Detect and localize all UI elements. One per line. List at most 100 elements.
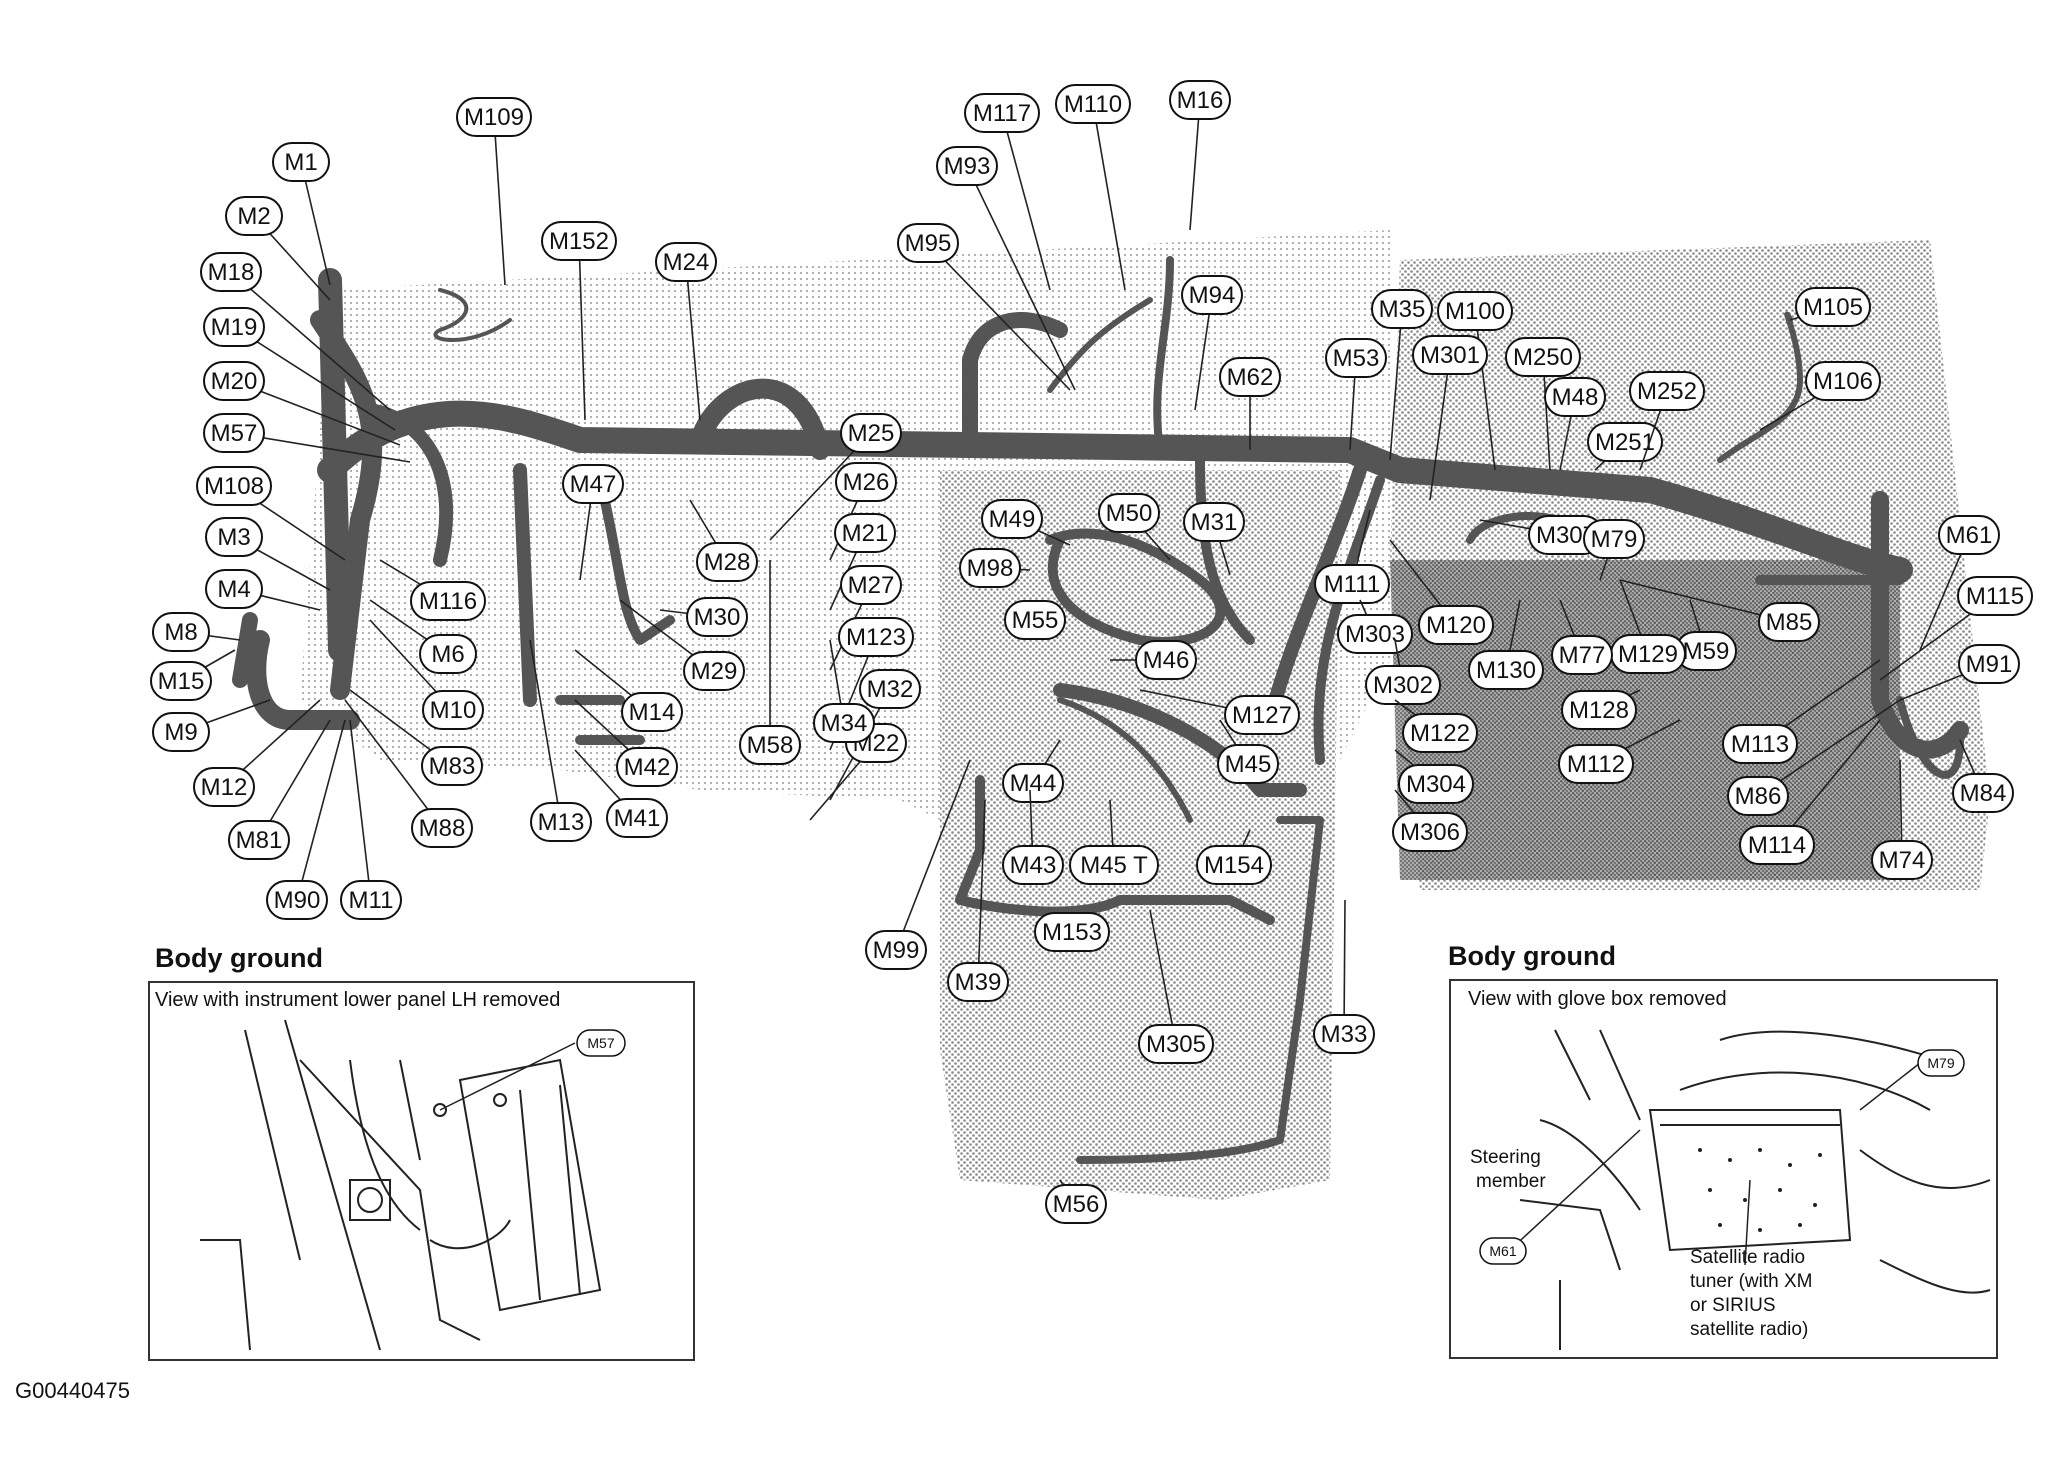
steering-note-line-2: member [1476, 1171, 1546, 1192]
tuner-note-line-4: satellite radio) [1690, 1319, 1808, 1340]
callout-bubble [266, 880, 328, 920]
callout-m18: M18 [200, 252, 391, 411]
callout-label: M44 [1010, 770, 1057, 797]
callout-label: M105 [1803, 294, 1863, 321]
callout-m43: M43 [1002, 789, 1064, 885]
callout-label: M251 [1595, 429, 1655, 456]
callout-m305: M305 [1138, 909, 1214, 1064]
callout-label: M88 [419, 815, 466, 842]
leader-line [233, 326, 396, 431]
leader-line [296, 719, 346, 901]
leader-line [300, 161, 331, 286]
inset-right-frame [1449, 979, 1998, 1359]
callout-bubble [1957, 576, 2033, 616]
callout-m130: M130 [1468, 599, 1544, 690]
callout-label: M304 [1406, 771, 1466, 798]
callout-m46: M46 [1110, 640, 1197, 680]
callout-label: M252 [1637, 378, 1697, 405]
callout-bubble [1138, 1024, 1214, 1064]
callout-label: M57 [211, 420, 258, 447]
callout-label: M127 [1232, 702, 1292, 729]
callout-m74: M74 [1871, 759, 1933, 880]
callout-bubble [205, 569, 263, 609]
callout-bubble [1437, 291, 1513, 331]
steering-note-line-1: Steering [1470, 1147, 1541, 1168]
callout-m105: M105 [1789, 287, 1871, 327]
callout-bubble [421, 746, 483, 786]
callout-bubble [936, 146, 998, 186]
callout-label: M25 [848, 420, 895, 447]
leader-line [1189, 99, 1201, 231]
callout-label: M109 [464, 104, 524, 131]
callout-m84: M84 [1952, 739, 2014, 813]
callout-label: M306 [1400, 819, 1460, 846]
callout-m2: M2 [225, 196, 331, 301]
callout-label: M35 [1379, 296, 1426, 323]
callout-label: M42 [624, 754, 671, 781]
leader-line [230, 271, 391, 411]
leader-line [1343, 899, 1346, 1035]
callout-label: M84 [1960, 780, 2007, 807]
callout-m250: M250 [1505, 337, 1581, 471]
callout-m53: M53 [1325, 338, 1387, 451]
callout-bubble [1758, 602, 1820, 642]
callout-bubble [1561, 690, 1637, 730]
callout-m304: M304 [1394, 749, 1474, 804]
callout-bubble [1551, 635, 1613, 675]
callout-m30: M30 [659, 597, 748, 637]
leader-line [966, 165, 1076, 391]
inset-right-callout-m79-label: M79 [1927, 1055, 1954, 1071]
callout-m28: M28 [689, 499, 758, 582]
callout-bubble [964, 93, 1040, 133]
callout-m127: M127 [1139, 689, 1300, 735]
inset-left: Body ground View with instrument lower p… [148, 943, 695, 1361]
figure-id: G00440475 [15, 1378, 130, 1403]
callout-label: M250 [1513, 344, 1573, 371]
callout-m112: M112 [1558, 719, 1681, 784]
callout-label: M20 [211, 368, 258, 395]
callout-label: M29 [691, 658, 738, 685]
callout-bubble [562, 464, 624, 504]
callout-label: M59 [1683, 638, 1730, 665]
callout-m251: M251 [1587, 422, 1663, 471]
callout-label: M90 [274, 887, 321, 914]
callout-label: M39 [955, 969, 1002, 996]
callout-bubble [1224, 695, 1300, 735]
leader-line [493, 116, 506, 286]
callout-bubble [1402, 713, 1478, 753]
callout-label: M154 [1204, 852, 1264, 879]
callout-bubble [541, 221, 617, 261]
callout-label: M83 [429, 753, 476, 780]
callout-m301: M301 [1412, 335, 1488, 501]
callout-m19: M19 [203, 307, 396, 431]
callout-bubble [1795, 287, 1871, 327]
callout-label: M98 [967, 555, 1014, 582]
callout-m25: M25 [769, 413, 902, 541]
inset-left-caption: View with instrument lower panel LH remo… [155, 989, 560, 1011]
callout-bubble [1958, 644, 2020, 684]
callout-m302: M302 [1365, 639, 1441, 705]
leader-line [1429, 354, 1451, 501]
callout-m90: M90 [266, 719, 346, 920]
leader-line [1776, 719, 1881, 846]
callout-label: M56 [1053, 1191, 1100, 1218]
callout-m128: M128 [1561, 689, 1641, 730]
callout-m16: M16 [1169, 80, 1231, 231]
callout-label: M113 [1731, 731, 1789, 758]
callout-m83: M83 [349, 689, 483, 786]
callout-label: M79 [1591, 526, 1638, 553]
leader-line [1757, 699, 1901, 797]
callout-bubble [410, 581, 486, 621]
callout-m1: M1 [272, 142, 331, 286]
leader-line [529, 639, 562, 823]
callout-m99: M99 [865, 759, 971, 970]
callout-label: M33 [1321, 1021, 1368, 1048]
callout-label: M55 [1012, 607, 1059, 634]
callout-bubble [203, 413, 265, 453]
callout-m79: M79 [1583, 519, 1645, 581]
callout-bubble [340, 880, 402, 920]
callout-m108: M108 [196, 466, 346, 561]
callout-label: M114 [1748, 832, 1806, 859]
callout-bubble [200, 252, 262, 292]
callout-m10: M10 [369, 619, 484, 730]
